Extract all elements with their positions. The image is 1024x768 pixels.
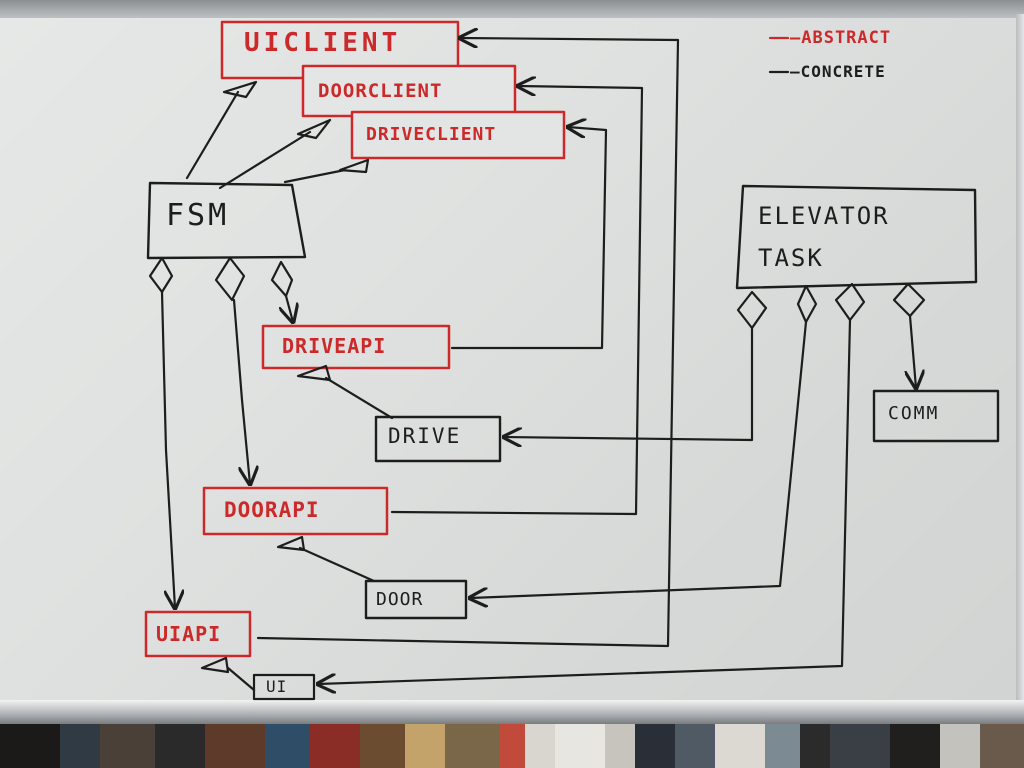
fsm-to-doorapi-line xyxy=(232,298,250,484)
uiclient-realization-triangle xyxy=(222,80,258,99)
door-to-doorapi-line xyxy=(298,546,376,583)
door-client-box xyxy=(301,64,517,118)
ui-label: UI xyxy=(266,677,288,696)
fsm-to-driveapi-line xyxy=(286,294,293,322)
task-aggregation-diamond-drive xyxy=(736,290,768,330)
whiteboard-frame-right xyxy=(1016,14,1024,714)
drive-client-box xyxy=(350,110,566,160)
door-box xyxy=(364,579,468,620)
whiteboard-frame-top xyxy=(0,0,1024,22)
fsm-aggregation-diamond-door xyxy=(214,256,246,302)
drive-api-box xyxy=(261,324,451,370)
door-label: DOOR xyxy=(376,589,424,610)
marker-tray xyxy=(0,700,1024,726)
driveclient-realization-triangle xyxy=(338,158,370,174)
door-api-box xyxy=(202,486,389,536)
driveapi-realization-triangle xyxy=(296,364,332,382)
comm-box xyxy=(872,389,1000,443)
legend-abstract: —ABSTRACT xyxy=(790,28,892,48)
uiapi-to-uiclient-line xyxy=(256,38,680,648)
ui-api-box xyxy=(144,610,252,658)
drive-client-label: DRIVECLIENT xyxy=(366,124,497,145)
ui-client-label: UICLIENT xyxy=(244,28,402,58)
ui-to-uiapi-line xyxy=(226,666,256,692)
ui-box xyxy=(252,673,316,701)
task-aggregation-diamond-door xyxy=(796,284,818,324)
task-to-comm-line xyxy=(910,314,916,388)
fsm-aggregation-diamond-ui xyxy=(148,256,174,294)
task-aggregation-diamond-comm xyxy=(892,282,926,318)
fsm-to-driveclient-line xyxy=(283,168,347,184)
legend-concrete: —CONCRETE xyxy=(790,62,886,81)
drive-to-driveapi-line xyxy=(324,376,394,420)
door-api-label: DOORAPI xyxy=(224,498,320,522)
door-client-label: DOORCLIENT xyxy=(318,80,443,102)
fsm-aggregation-diamond-drive xyxy=(270,260,294,298)
task-to-ui-line xyxy=(318,318,852,684)
driveapi-to-driveclient-line xyxy=(450,127,608,350)
task-aggregation-diamond-ui xyxy=(834,282,866,322)
fsm-to-uiapi-line xyxy=(160,290,175,608)
drive-box xyxy=(374,415,502,463)
fsm-to-doorclient-line xyxy=(218,130,312,190)
bookshelf xyxy=(0,724,1024,768)
task-to-door-line xyxy=(470,320,808,598)
drive-label: DRIVE xyxy=(388,424,462,448)
doorapi-to-doorclient-line xyxy=(390,86,644,516)
fsm-label: FSM xyxy=(166,198,230,233)
drive-api-label: DRIVEAPI xyxy=(282,334,387,358)
elevator-task-box xyxy=(735,184,978,290)
elevator-task-label-line2: TASK xyxy=(758,244,824,272)
doorclient-realization-triangle xyxy=(296,118,332,140)
fsm-box xyxy=(146,181,307,260)
task-to-drive-line xyxy=(504,326,754,440)
uiapi-realization-triangle xyxy=(200,656,230,674)
elevator-task-label-line1: ELEVATOR xyxy=(758,202,890,230)
comm-label: COMM xyxy=(888,403,940,424)
doorapi-realization-triangle xyxy=(276,535,306,552)
ui-api-label: UIAPI xyxy=(156,622,222,646)
fsm-to-uiclient-line xyxy=(185,90,240,180)
